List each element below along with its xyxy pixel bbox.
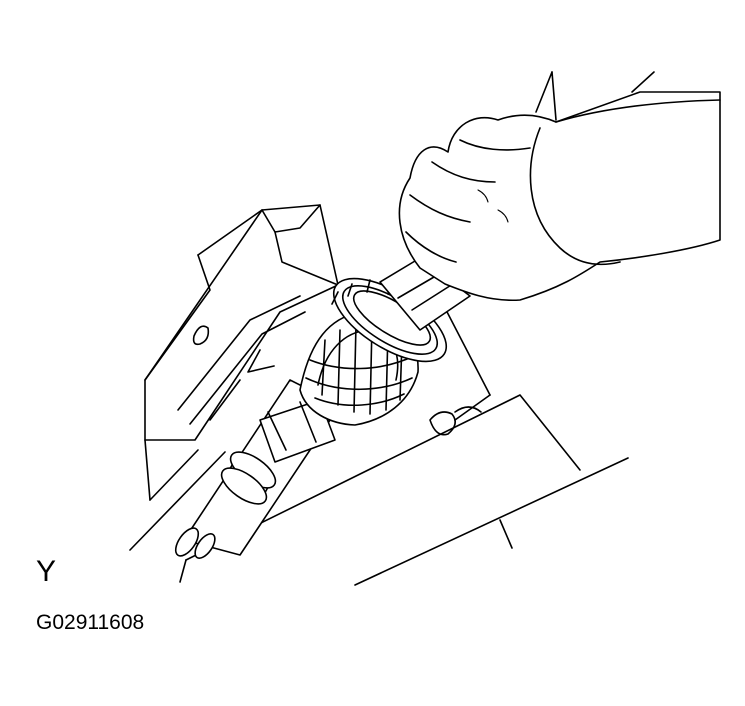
view-label: Y — [36, 555, 57, 588]
figure-code: G02911608 — [36, 611, 145, 634]
lower-housing — [179, 394, 629, 586]
support-plate-edges — [129, 439, 226, 551]
holding-fixture — [144, 204, 491, 441]
gloved-hand — [398, 71, 721, 302]
shaft-assembly — [174, 379, 341, 559]
